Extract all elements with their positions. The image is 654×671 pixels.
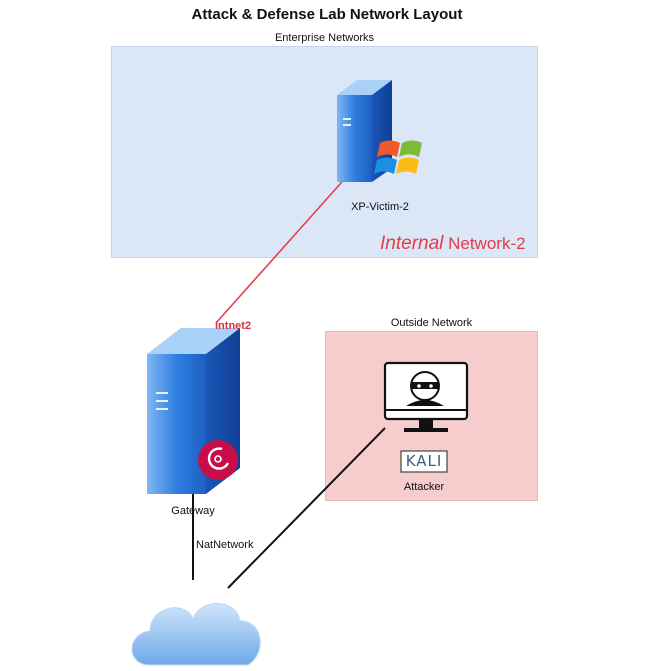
intnet-link-label: Intnet2 [215, 320, 252, 332]
debian-server-icon[interactable] [147, 328, 240, 494]
diagram-title: Attack & Defense Lab Network Layout [191, 6, 463, 23]
cloud-icon[interactable] [131, 603, 261, 666]
gateway-label: Gateway [171, 505, 215, 517]
internal-network-label: Internal Network-2 [380, 233, 526, 255]
enterprise-network-zone [111, 46, 538, 258]
internal-italic: Internal [380, 233, 444, 254]
nat-link-attacker [227, 427, 386, 589]
xp-server-icon[interactable] [337, 80, 422, 182]
windows-logo-icon [374, 140, 422, 174]
debian-logo-icon [198, 440, 238, 480]
attacker-label: Attacker [403, 481, 445, 493]
victim-label: XP-Victim-2 [351, 201, 409, 213]
intnet-link [215, 173, 350, 324]
kali-hacker-monitor-icon[interactable] [383, 361, 469, 473]
kali-badge: KALI [405, 452, 443, 470]
outside-zone-label: Outside Network [390, 317, 473, 329]
nat-link-label: NatNetwork [196, 539, 254, 551]
internal-network-name: Network-2 [443, 234, 526, 253]
enterprise-zone-label: Enterprise Networks [274, 32, 375, 44]
